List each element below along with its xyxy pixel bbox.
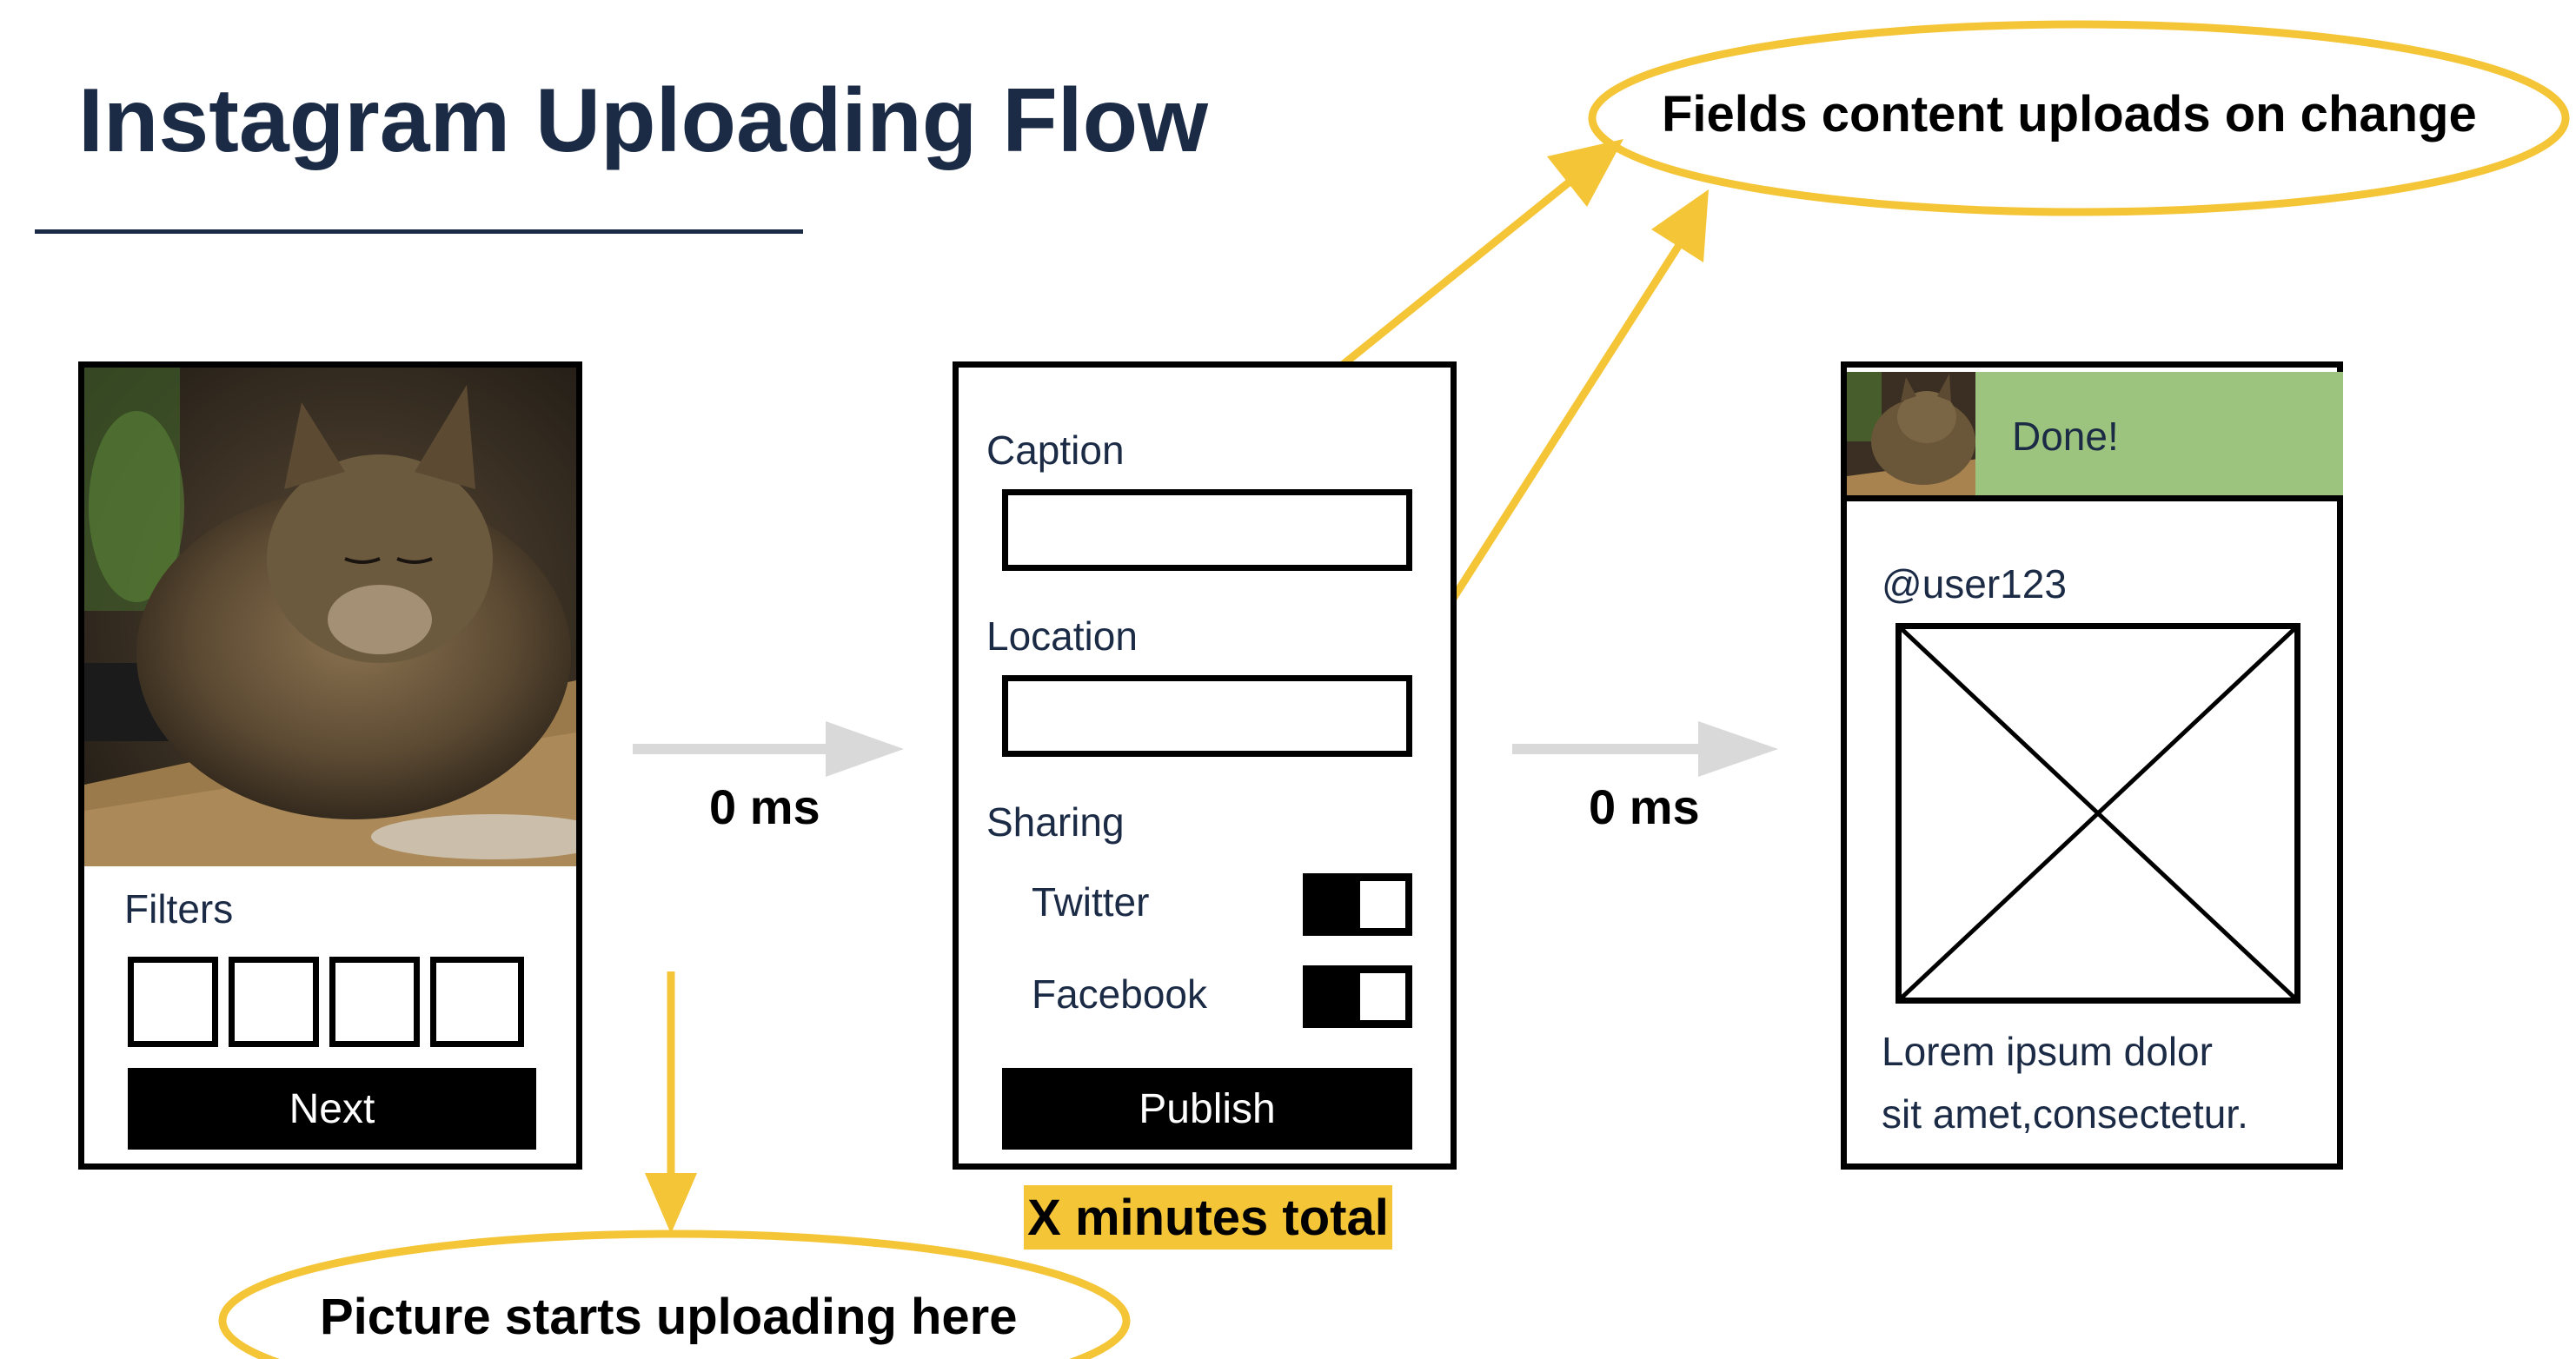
total-time-label: X minutes total xyxy=(1024,1185,1392,1250)
toggle-knob xyxy=(1360,973,1405,1020)
username: @user123 xyxy=(1882,561,2067,607)
facebook-toggle[interactable] xyxy=(1303,965,1412,1028)
header-divider xyxy=(1847,495,2339,501)
twitter-label: Twitter xyxy=(1032,879,1150,925)
transition-time-1: 0 ms xyxy=(709,779,820,834)
post-thumbnail xyxy=(1847,372,1979,495)
publish-button[interactable]: Publish xyxy=(1002,1068,1412,1150)
filter-option[interactable] xyxy=(229,957,319,1047)
details-screen-frame: Caption Location Sharing Twitter Faceboo… xyxy=(953,361,1457,1170)
transition-arrow-1 xyxy=(633,721,904,777)
post-caption-line-2: sit amet,consectetur. xyxy=(1882,1091,2248,1137)
upload-start-arrow xyxy=(645,971,697,1234)
filter-option[interactable] xyxy=(329,957,420,1047)
done-banner xyxy=(1975,372,2343,495)
filter-option[interactable] xyxy=(430,957,524,1047)
facebook-label: Facebook xyxy=(1032,971,1208,1017)
fields-callout-ellipse xyxy=(1588,20,2570,216)
page-title: Instagram Uploading Flow xyxy=(78,70,1209,171)
filters-label: Filters xyxy=(124,886,234,931)
post-caption-line-1: Lorem ipsum dolor xyxy=(1882,1029,2213,1074)
sharing-label: Sharing xyxy=(986,799,1125,845)
transition-time-2: 0 ms xyxy=(1589,779,1700,834)
picture-callout-text: Picture starts uploading here xyxy=(320,1289,1018,1345)
posted-screen-frame: Done! @user123 Lorem ipsum dolor sit ame… xyxy=(1841,361,2343,1170)
location-label: Location xyxy=(986,613,1138,659)
picture-callout-ellipse xyxy=(218,1230,1131,1359)
image-placeholder xyxy=(1895,623,2300,1004)
transition-arrow-2 xyxy=(1512,721,1778,777)
toggle-knob xyxy=(1360,881,1405,928)
filter-screen-frame: Filters Next xyxy=(78,361,582,1170)
done-label: Done! xyxy=(2012,414,2119,459)
cat-photo xyxy=(84,368,576,866)
location-input[interactable] xyxy=(1002,675,1412,757)
title-divider xyxy=(35,229,803,234)
filter-option[interactable] xyxy=(128,957,218,1047)
caption-label: Caption xyxy=(986,428,1125,473)
next-button[interactable]: Next xyxy=(128,1068,536,1150)
caption-input[interactable] xyxy=(1002,489,1412,571)
twitter-toggle[interactable] xyxy=(1303,873,1412,936)
fields-callout-text: Fields content uploads on change xyxy=(1662,86,2477,143)
